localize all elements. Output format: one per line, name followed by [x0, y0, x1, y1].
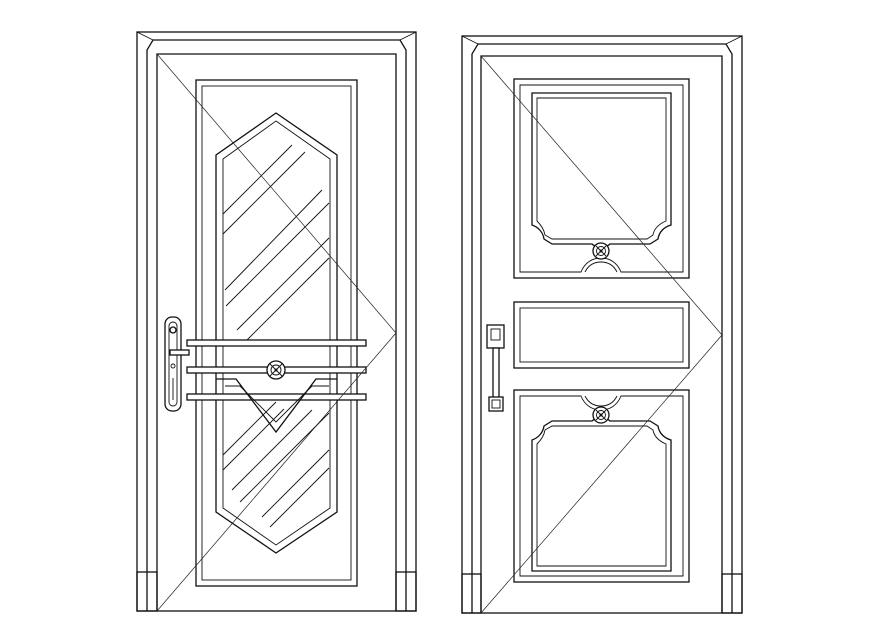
left-casing-miter-l — [136, 31, 154, 41]
left-lever-handle[interactable] — [164, 316, 190, 412]
swing-line-upper — [156, 53, 397, 334]
left-v-ornament-outer — [216, 378, 337, 434]
top-panel-raised-inner — [536, 97, 667, 240]
handle-plate-inner — [168, 321, 178, 407]
deadbolt-cylinder — [490, 328, 501, 341]
left-bar-bottom — [186, 393, 367, 401]
reflection-line — [269, 467, 330, 528]
reflection-line — [231, 409, 313, 491]
left-door — [136, 31, 417, 612]
top-panel-raised — [531, 92, 672, 248]
left-v-ornament-inner — [225, 385, 329, 423]
bottom-rosette — [592, 406, 610, 424]
bottom-panel-raised — [531, 417, 672, 572]
right-plinth-block-l — [461, 573, 482, 614]
right-middle-panel — [513, 301, 690, 369]
left-plinth-block-r — [395, 571, 417, 612]
left-plinth-block-l — [136, 571, 158, 612]
bottom-panel-arch — [584, 395, 618, 407]
pull-base — [488, 396, 504, 412]
reflection-line — [222, 144, 293, 215]
right-swing-lines — [480, 55, 723, 614]
right-casing-outer — [461, 35, 743, 614]
right-casing-inner — [471, 43, 733, 613]
left-glass-reflections-upper — [222, 144, 330, 343]
top-rosette — [592, 242, 610, 260]
rosette-inner — [596, 246, 606, 256]
right-plinth-block-r — [721, 573, 743, 614]
right-bottom-panel — [513, 389, 690, 583]
left-hexagon-outer — [215, 112, 338, 554]
left-casing-miter-r — [399, 31, 417, 41]
pull-grip — [492, 347, 500, 399]
middle-panel-inner — [519, 307, 684, 363]
deadbolt-plate — [486, 324, 505, 349]
right-pull-handle[interactable] — [486, 324, 505, 412]
rosette-inner — [596, 410, 606, 420]
left-hexagon-inner — [222, 120, 331, 546]
left-casing-inner — [146, 39, 407, 611]
right-casing-miter-r — [725, 35, 743, 45]
keyhole-icon — [169, 326, 177, 334]
rosette-center — [599, 249, 603, 253]
reflection-line — [224, 189, 323, 291]
left-panel-inner — [201, 85, 352, 581]
bottom-panel-raised-inner — [536, 425, 667, 567]
left-glass-reflections-lower — [222, 401, 330, 528]
rosette-center — [274, 368, 278, 372]
left-rosette — [266, 360, 286, 380]
reflection-line — [261, 449, 330, 518]
swing-line-upper — [480, 55, 723, 336]
thumb-turn-icon — [170, 363, 176, 369]
left-panel-outer — [195, 79, 358, 587]
left-door-leaf — [156, 53, 397, 611]
top-panel-arch — [584, 261, 618, 273]
lever-arm — [169, 349, 190, 356]
middle-panel-outer — [513, 301, 690, 369]
swing-line-lower — [480, 334, 723, 614]
rosette-inner — [270, 364, 282, 376]
right-top-panel — [513, 78, 690, 279]
reflection-line — [244, 257, 330, 343]
right-door — [461, 35, 743, 614]
reflection-line — [222, 401, 277, 456]
left-casing-outer — [136, 31, 417, 612]
left-swing-lines — [156, 53, 397, 612]
reflection-line — [222, 408, 285, 471]
reflection-line — [236, 237, 330, 331]
left-glass-panel — [186, 79, 367, 587]
bottom-panel-outer — [513, 389, 690, 583]
reflection-line — [225, 202, 330, 307]
right-casing-miter-l — [461, 35, 479, 45]
rosette-center — [599, 413, 603, 417]
left-bar-top — [186, 339, 367, 347]
top-panel-outer — [513, 78, 690, 279]
right-door-leaf — [480, 55, 723, 613]
pull-base-inner — [491, 399, 501, 409]
reflection-line — [222, 151, 306, 235]
swing-line-lower — [156, 332, 397, 612]
